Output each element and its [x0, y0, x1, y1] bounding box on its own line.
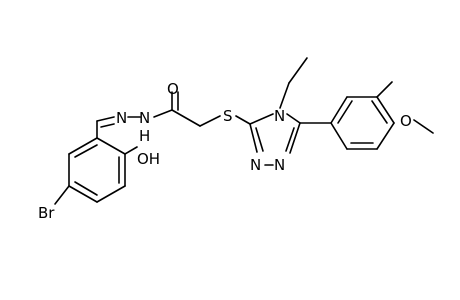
bond-triazole-c5-n1-inner [285, 127, 295, 152]
bond-ch-n-double-outer [96, 116, 115, 122]
bond-ring-b-3-inner [371, 100, 388, 124]
bond-ring-b-3 [376, 96, 395, 124]
atom-labels: Br OH N N H O S N N N O [38, 80, 412, 222]
bond-ring-b-1-inner [337, 100, 353, 124]
bond-methoxy-o-ch3 [413, 119, 434, 134]
bond-ring-a-1 [96, 137, 126, 155]
bond-triazole-n4-c5 [286, 113, 301, 124]
bond-ring-a-3 [96, 185, 126, 203]
bond-triazole-c3-n4 [249, 113, 274, 125]
atom-hydrazide-nitrogen: N [139, 109, 150, 127]
bond-ring-b-4 [376, 122, 395, 150]
atom-hydroxyl: OH [137, 150, 160, 168]
bond-nh-carbonyl [153, 109, 173, 118]
bond-ring-b-6 [330, 122, 348, 150]
atom-triazole-n1: N [274, 156, 285, 174]
bond-triazole-c5-n1 [289, 122, 301, 154]
bond-ring-a-6 [68, 137, 98, 155]
bond-layer [54, 57, 434, 205]
bond-carbonyl-ch2 [171, 109, 201, 127]
bond-n4-ethyl-ch2 [279, 82, 290, 109]
atom-triazole-n4: N [274, 107, 285, 125]
bond-triazole-n2-c3 [249, 123, 258, 153]
atom-bromine: Br [38, 204, 55, 222]
bond-c-oh [124, 146, 138, 155]
atom-carbonyl-oxygen: O [167, 80, 179, 98]
bond-ring-a-6-inner [74, 144, 98, 158]
atom-methoxy-oxygen: O [400, 112, 412, 130]
bond-ethyl-ch2-ch3 [288, 57, 308, 84]
bond-ring-b-1 [330, 96, 348, 124]
bond-aryl-methoxy-o [376, 81, 393, 98]
bond-triazole-n2-c3-inner [255, 127, 264, 152]
bond-ring-a-4 [68, 185, 98, 203]
bond-ring-a-4-inner [74, 181, 98, 196]
atom-imine-nitrogen: N [116, 109, 127, 127]
bond-ch-n-double-inner [100, 123, 115, 128]
atom-thioether-sulfur: S [223, 107, 233, 125]
bond-s-triazole [235, 115, 251, 125]
bond-ch2-s [199, 115, 221, 127]
bond-c-br [54, 185, 70, 205]
atom-triazole-n2: N [250, 156, 261, 174]
atom-hydrazide-hydrogen: H [139, 127, 150, 145]
